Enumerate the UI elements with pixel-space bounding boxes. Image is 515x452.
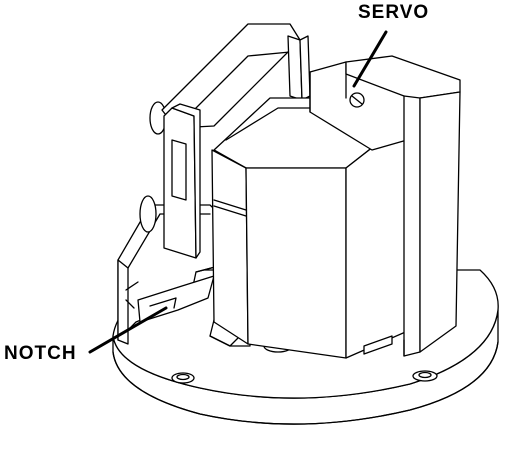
upper-bracket xyxy=(139,23,311,259)
notch-label: NOTCH xyxy=(4,343,77,364)
right-side-plate xyxy=(345,55,461,357)
servo-pointer-line xyxy=(352,30,388,88)
servo-label: SERVO xyxy=(358,2,430,23)
servo-body xyxy=(211,61,415,359)
notch-pointer-line xyxy=(88,306,168,354)
